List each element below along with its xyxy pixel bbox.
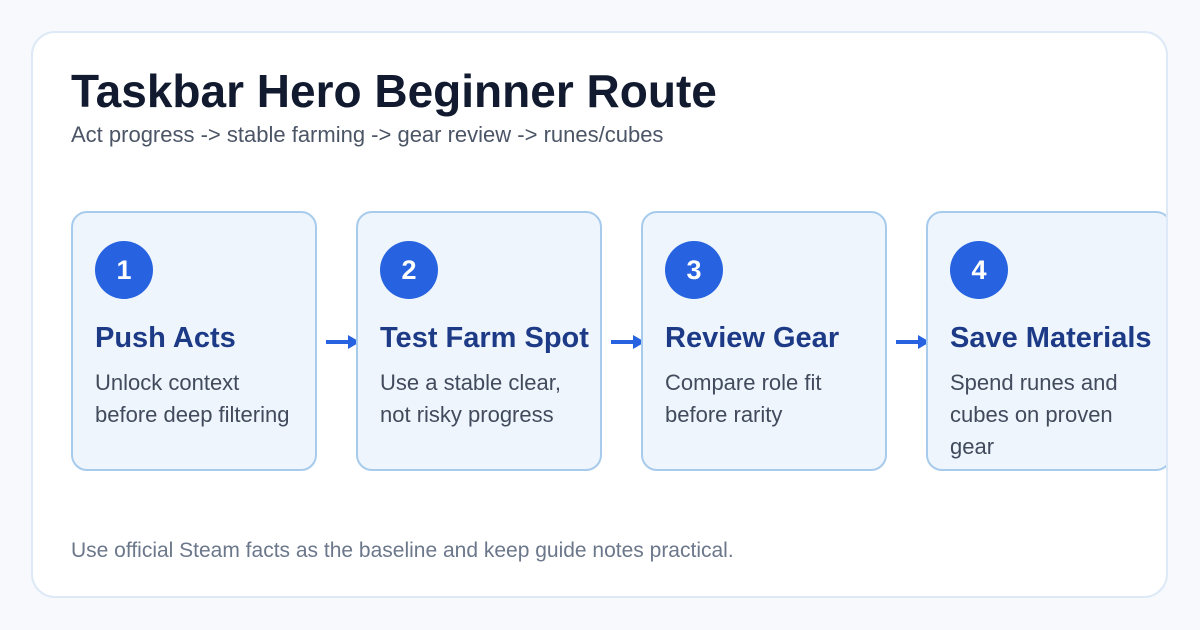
step-number-badge: 2 bbox=[380, 241, 438, 299]
step-number-badge: 1 bbox=[95, 241, 153, 299]
step-description: Unlock context before deep filtering bbox=[95, 370, 290, 427]
route-card: Taskbar Hero Beginner Route Act progress… bbox=[31, 31, 1168, 598]
step-card-test-farm-spot: 2 Test Farm Spot Use a stable clear, not… bbox=[356, 211, 602, 471]
arrow-right-icon bbox=[896, 335, 930, 349]
step-number-badge: 3 bbox=[665, 241, 723, 299]
arrow-right-icon bbox=[326, 335, 360, 349]
step-number-badge: 4 bbox=[950, 241, 1008, 299]
page-title: Taskbar Hero Beginner Route bbox=[71, 65, 717, 117]
step-card-review-gear: 3 Review Gear Compare role fit before ra… bbox=[641, 211, 887, 471]
step-card-save-materials: 4 Save Materials Spend runes and cubes o… bbox=[926, 211, 1166, 471]
footer-note: Use official Steam facts as the baseline… bbox=[71, 539, 734, 562]
arrow-right-icon bbox=[611, 335, 645, 349]
step-card-push-acts: 1 Push Acts Unlock context before deep f… bbox=[71, 211, 317, 471]
page-subtitle: Act progress -> stable farming -> gear r… bbox=[71, 122, 664, 147]
step-description: Spend runes and cubes on proven gear bbox=[950, 370, 1118, 459]
step-title: Test Farm Spot bbox=[380, 322, 589, 354]
step-description: Compare role fit before rarity bbox=[665, 370, 822, 427]
step-title: Review Gear bbox=[665, 322, 840, 354]
step-description: Use a stable clear, not risky progress bbox=[380, 370, 561, 427]
step-title: Push Acts bbox=[95, 322, 236, 354]
step-title: Save Materials bbox=[950, 322, 1152, 354]
